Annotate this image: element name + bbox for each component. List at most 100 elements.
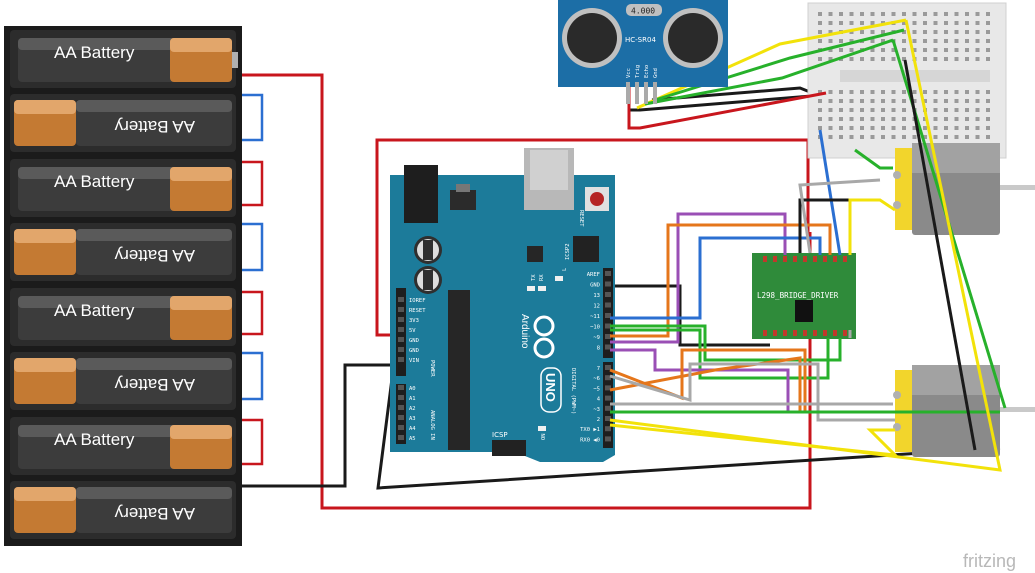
breadboard-hole xyxy=(881,39,885,43)
breadboard-hole xyxy=(944,57,948,61)
breadboard-hole xyxy=(933,90,938,94)
breadboard-hole xyxy=(923,39,927,43)
breadboard-hole xyxy=(891,126,896,130)
power-pin-label: GND xyxy=(409,338,419,344)
digital-pin-label: ~3 xyxy=(593,407,600,413)
header-pin[interactable] xyxy=(605,385,611,391)
header-pin[interactable] xyxy=(605,302,611,308)
breadboard-hole xyxy=(860,135,864,139)
svg-text:Trig: Trig xyxy=(635,65,641,78)
breadboard-hole xyxy=(933,126,938,130)
breadboard xyxy=(807,2,1007,159)
breadboard-hole xyxy=(870,90,875,94)
battery-label: AA Battery xyxy=(114,375,195,394)
header-pin[interactable] xyxy=(605,323,611,329)
breadboard-hole xyxy=(891,108,896,112)
header-pin[interactable] xyxy=(605,436,611,442)
wires-signal xyxy=(609,19,1007,472)
breadboard-hole xyxy=(986,126,990,130)
breadboard-hole xyxy=(954,57,959,61)
breadboard-hole xyxy=(912,126,917,130)
header-pin[interactable] xyxy=(605,281,611,287)
breadboard-hole xyxy=(870,57,875,61)
breadboard-hole xyxy=(849,21,854,25)
digital-pin-label: 4 xyxy=(597,397,601,403)
breadboard-hole xyxy=(891,135,896,139)
header-pin[interactable] xyxy=(605,292,611,297)
breadboard-hole xyxy=(954,126,959,130)
breadboard-hole xyxy=(965,57,969,61)
breadboard-hole xyxy=(849,117,854,121)
driver-pin xyxy=(793,256,797,262)
breadboard-hole xyxy=(839,48,843,52)
breadboard-hole xyxy=(902,99,906,103)
breadboard-hole xyxy=(986,57,990,61)
header-pin[interactable] xyxy=(605,344,611,350)
breadboard-hole xyxy=(849,48,854,52)
header-pin[interactable] xyxy=(605,365,611,370)
header-pin[interactable] xyxy=(398,435,404,440)
l-led-label: L xyxy=(562,267,568,271)
header-pin[interactable] xyxy=(398,297,404,302)
header-pin[interactable] xyxy=(605,416,611,421)
breadboard-hole xyxy=(818,30,822,34)
header-pin[interactable] xyxy=(398,317,404,322)
svg-text:Echo: Echo xyxy=(644,65,650,78)
header-pin[interactable] xyxy=(398,357,404,362)
icsp2-label: ICSP2 xyxy=(565,243,571,260)
breadboard-hole xyxy=(828,12,833,16)
digital-section-label: DIGITAL (PWM~) xyxy=(570,368,576,414)
header-pin[interactable] xyxy=(605,313,611,318)
breadboard-hole xyxy=(975,117,980,121)
header-pin[interactable] xyxy=(398,327,404,332)
analog-pin-label: A2 xyxy=(409,406,416,412)
breadboard-hole xyxy=(849,90,854,94)
breadboard-hole xyxy=(944,48,948,52)
header-pin[interactable] xyxy=(605,334,611,339)
header-pin[interactable] xyxy=(398,415,404,420)
header-pin[interactable] xyxy=(605,271,611,276)
breadboard-hole xyxy=(986,48,990,52)
battery-cell: AA Battery xyxy=(10,417,236,475)
breadboard-hole xyxy=(849,126,854,130)
breadboard-hole xyxy=(923,12,927,16)
l298-driver: L298_BRIDGE_DRIVER xyxy=(752,253,856,339)
driver-pin xyxy=(793,330,797,336)
header-pin[interactable] xyxy=(398,425,404,430)
digital-pin-label: ~11 xyxy=(590,314,600,320)
header-pin[interactable] xyxy=(605,405,611,411)
header-pin[interactable] xyxy=(398,337,404,342)
breadboard-hole xyxy=(986,99,990,103)
breadboard-hole xyxy=(818,90,822,94)
arduino-uno-board: RESET ICSP2 ICSP TX RX L ON Arduino xyxy=(390,148,615,462)
breadboard-hole xyxy=(870,30,875,34)
breadboard-hole xyxy=(975,12,980,16)
motor-top xyxy=(893,143,1035,235)
digital-pin-label: TX0 ▶1 xyxy=(580,427,600,433)
header-pin[interactable] xyxy=(398,395,404,400)
breadboard-hole xyxy=(912,48,917,52)
header-pin[interactable] xyxy=(398,385,404,390)
breadboard-hole xyxy=(975,21,980,25)
breadboard-hole xyxy=(923,30,927,34)
header-pin[interactable] xyxy=(605,395,611,401)
breadboard-hole xyxy=(828,90,833,94)
driver-pin xyxy=(843,256,847,262)
header-pin[interactable] xyxy=(605,375,611,381)
header-pin[interactable] xyxy=(398,405,404,410)
breadboard-hole xyxy=(818,108,822,112)
breadboard-hole xyxy=(818,99,822,103)
header-pin[interactable] xyxy=(398,307,404,312)
breadboard-hole xyxy=(891,117,896,121)
breadboard-hole xyxy=(839,21,843,25)
header-pin[interactable] xyxy=(605,426,611,432)
breadboard-hole xyxy=(818,126,822,130)
driver-pin xyxy=(783,256,787,262)
breadboard-hole xyxy=(902,30,906,34)
arduino-logo: Arduino xyxy=(519,314,555,359)
battery-cell: AA Battery xyxy=(10,30,238,88)
breadboard-hole xyxy=(954,39,959,43)
breadboard-hole xyxy=(933,99,938,103)
header-pin[interactable] xyxy=(398,347,404,352)
